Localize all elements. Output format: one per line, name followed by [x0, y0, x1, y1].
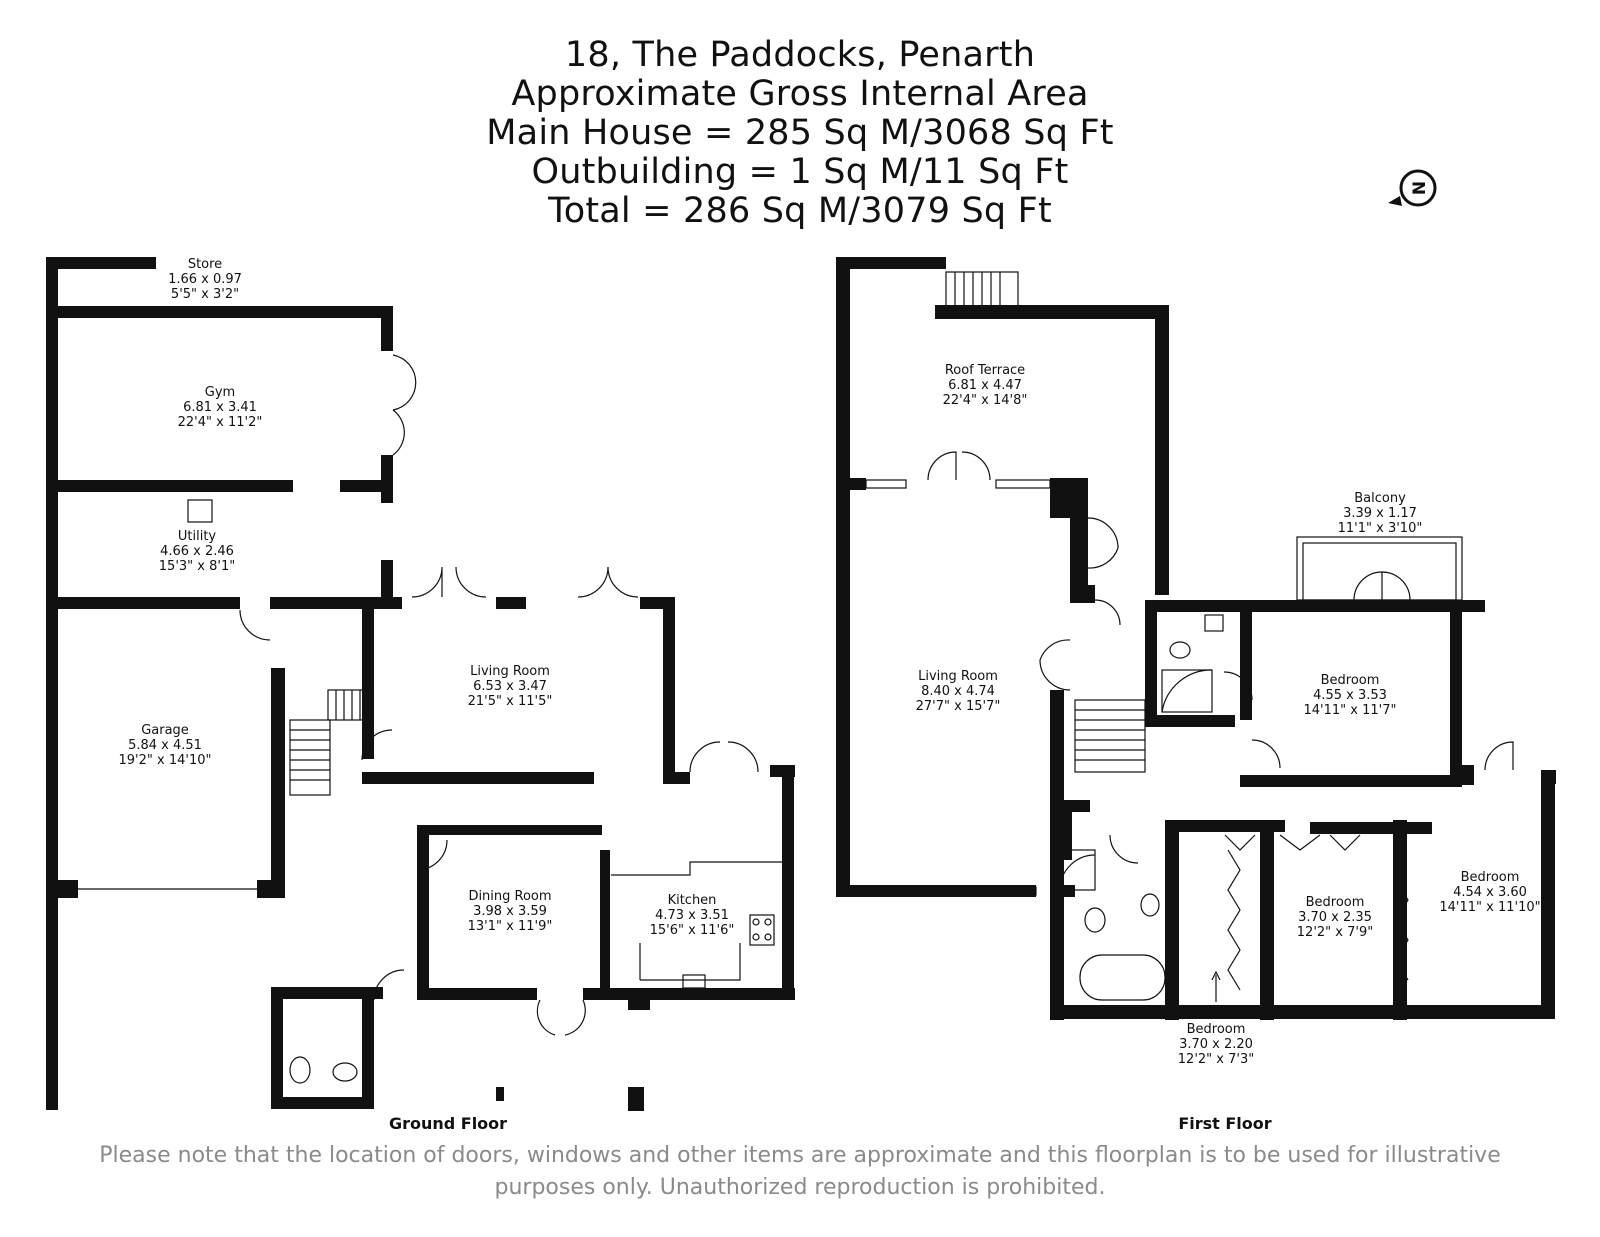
balcony-name: Balcony — [1354, 491, 1406, 506]
property-address: 18, The Paddocks, Penarth — [564, 35, 1036, 75]
bedroom-c-imperial: 14'11" x 11'10" — [1439, 900, 1540, 915]
dining-name: Dining Room — [468, 889, 551, 904]
store-metric: 1.66 x 0.97 — [168, 272, 242, 287]
first-living-imperial: 27'7" x 15'7" — [916, 699, 1001, 714]
ground-floor-label: Ground Floor — [389, 1114, 507, 1133]
utility-imperial: 15'3" x 8'1" — [159, 559, 235, 574]
kitchen-name: Kitchen — [668, 893, 717, 908]
bedroom-b-imperial: 12'2" x 7'9" — [1297, 925, 1373, 940]
disclaimer-line-2: purposes only. Unauthorized reproduction… — [494, 1175, 1106, 1200]
plan-header: 18, The Paddocks, Penarth Approximate Gr… — [0, 36, 1600, 231]
ground-floor-labels: Store 1.66 x 0.97 5'5" x 3'2" Gym 6.81 x… — [119, 257, 735, 1133]
first-living-metric: 8.40 x 4.74 — [921, 684, 995, 699]
bedroom-a-name: Bedroom — [1321, 673, 1380, 688]
first-living-name: Living Room — [918, 669, 998, 684]
gym-imperial: 22'4" x 11'2" — [178, 415, 263, 430]
dining-imperial: 13'1" x 11'9" — [468, 919, 553, 934]
ground-living-name: Living Room — [470, 664, 550, 679]
ground-living-imperial: 21'5" x 11'5" — [468, 694, 553, 709]
gym-name: Gym — [205, 385, 235, 400]
bedroom-d-metric: 3.70 x 2.20 — [1179, 1037, 1253, 1052]
first-floor-labels: Roof Terrace 6.81 x 4.47 22'4" x 14'8" L… — [916, 363, 1541, 1133]
bedroom-a-imperial: 14'11" x 11'7" — [1304, 703, 1397, 718]
ground-living-metric: 6.53 x 3.47 — [473, 679, 547, 694]
first-floor-label: First Floor — [1178, 1114, 1271, 1133]
bedroom-a-metric: 4.55 x 3.53 — [1313, 688, 1387, 703]
utility-metric: 4.66 x 2.46 — [160, 544, 234, 559]
garage-imperial: 19'2" x 14'10" — [119, 753, 212, 768]
kitchen-metric: 4.73 x 3.51 — [655, 908, 729, 923]
balcony-metric: 3.39 x 1.17 — [1343, 506, 1417, 521]
store-name: Store — [188, 257, 222, 272]
roof-terrace-name: Roof Terrace — [945, 363, 1025, 378]
bedroom-b-metric: 3.70 x 2.35 — [1298, 910, 1372, 925]
roof-terrace-imperial: 22'4" x 14'8" — [943, 393, 1028, 408]
disclaimer: Please note that the location of doors, … — [0, 1140, 1600, 1204]
outbuilding-area: Outbuilding = 1 Sq M/11 Sq Ft — [531, 152, 1069, 192]
garage-name: Garage — [141, 723, 189, 738]
roof-terrace-metric: 6.81 x 4.47 — [948, 378, 1022, 393]
compass-icon: N — [1388, 169, 1437, 207]
ground-floor-fixtures — [78, 354, 782, 1084]
disclaimer-line-1: Please note that the location of doors, … — [99, 1143, 1501, 1168]
bedroom-c-name: Bedroom — [1461, 870, 1520, 885]
ground-floor-plan — [46, 257, 795, 1111]
compass-letter: N — [1410, 181, 1430, 195]
store-imperial: 5'5" x 3'2" — [171, 287, 239, 302]
bedroom-c-metric: 4.54 x 3.60 — [1453, 885, 1527, 900]
area-subtitle: Approximate Gross Internal Area — [511, 74, 1089, 114]
balcony-imperial: 11'1" x 3'10" — [1338, 521, 1423, 536]
first-floor-fixtures — [865, 271, 1514, 1016]
bedroom-d-name: Bedroom — [1187, 1022, 1246, 1037]
bedroom-d-imperial: 12'2" x 7'3" — [1178, 1052, 1254, 1067]
bedroom-b-name: Bedroom — [1306, 895, 1365, 910]
kitchen-imperial: 15'6" x 11'6" — [650, 923, 735, 938]
garage-metric: 5.84 x 4.51 — [128, 738, 202, 753]
total-area: Total = 286 Sq M/3079 Sq Ft — [548, 191, 1052, 231]
main-house-area: Main House = 285 Sq M/3068 Sq Ft — [486, 113, 1114, 153]
gym-metric: 6.81 x 3.41 — [183, 400, 257, 415]
dining-metric: 3.98 x 3.59 — [473, 904, 547, 919]
utility-name: Utility — [178, 529, 217, 544]
